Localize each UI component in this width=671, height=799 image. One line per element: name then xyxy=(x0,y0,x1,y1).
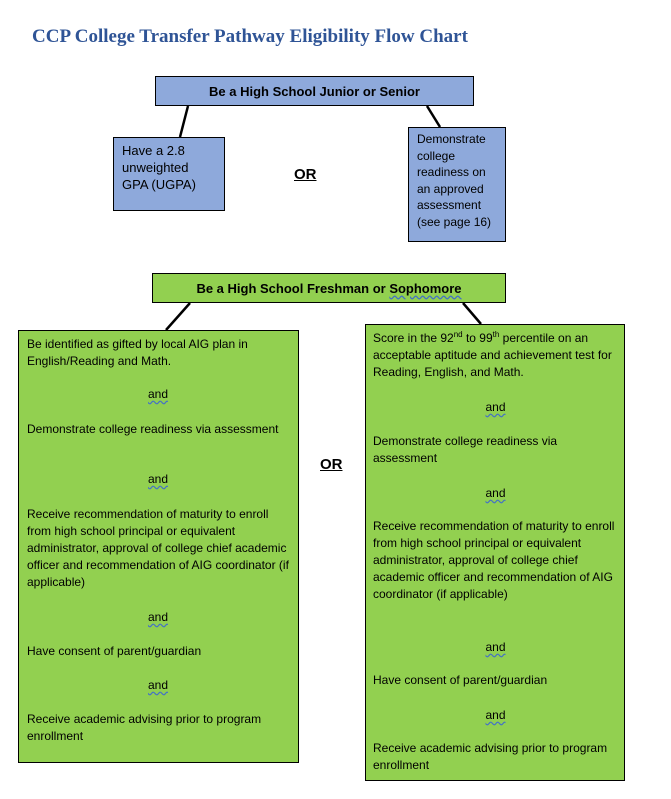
score-and-2: and xyxy=(485,486,506,500)
score-and-3: and xyxy=(485,640,506,654)
gifted-req4: Have consent of parent/guardian xyxy=(27,644,202,658)
gifted-req5: Receive academic advising prior to progr… xyxy=(27,712,262,743)
gifted-and-4: and xyxy=(147,678,169,692)
gifted-pathway-box xyxy=(18,330,299,763)
freshman-sophomore-header-label: Be a High School Freshman or Sophomore xyxy=(196,281,461,296)
freshman-header-prefix: Be a High School Freshman or xyxy=(196,280,390,296)
chart-title: CCP College Transfer Pathway Eligibility… xyxy=(32,26,468,47)
freshman-header-suffix: Sophomore xyxy=(389,280,462,296)
junior-senior-header-label: Be a High School Junior or Senior xyxy=(209,83,420,99)
freshman-or-label: OR xyxy=(320,456,343,473)
score-req5: Receive academic advising prior to progr… xyxy=(373,741,608,772)
junior-senior-header: Be a High School Junior or Senior xyxy=(155,76,474,106)
score-pathway-box xyxy=(365,324,625,781)
assessment-option-box: Demonstrate college readiness on an appr… xyxy=(408,127,506,242)
score-req3: Receive recommendation of maturity to en… xyxy=(373,519,615,601)
gifted-req3: Receive recommendation of maturity to en… xyxy=(27,507,289,589)
junior-or-label: OR xyxy=(294,166,317,183)
gifted-and-2: and xyxy=(147,472,169,486)
score-req1: Score in the 92nd to 99th percentile on … xyxy=(373,330,612,380)
gifted-and-3: and xyxy=(147,610,169,624)
connector-freshman-left xyxy=(165,302,191,331)
freshman-sophomore-header: Be a High School Freshman or Sophomore xyxy=(152,273,506,303)
gpa-option-box: Have a 2.8 unweighted GPA (UGPA) xyxy=(113,137,225,211)
gifted-and-1: and xyxy=(147,387,169,401)
score-and-1: and xyxy=(485,400,506,414)
assessment-option-text: Demonstrate college readiness on an appr… xyxy=(417,132,492,229)
gifted-req1: Be identified as gifted by local AIG pla… xyxy=(27,337,248,368)
score-req4: Have consent of parent/guardian xyxy=(373,673,548,687)
connector-junior-right xyxy=(425,105,442,128)
connector-freshman-right xyxy=(462,302,482,325)
gpa-option-text: Have a 2.8 unweighted GPA (UGPA) xyxy=(122,143,196,192)
connector-junior-left xyxy=(178,105,190,138)
gifted-req2: Demonstrate college readiness via assess… xyxy=(27,422,279,436)
score-req2: Demonstrate college readiness via assess… xyxy=(373,434,558,465)
score-and-4: and xyxy=(485,708,506,722)
